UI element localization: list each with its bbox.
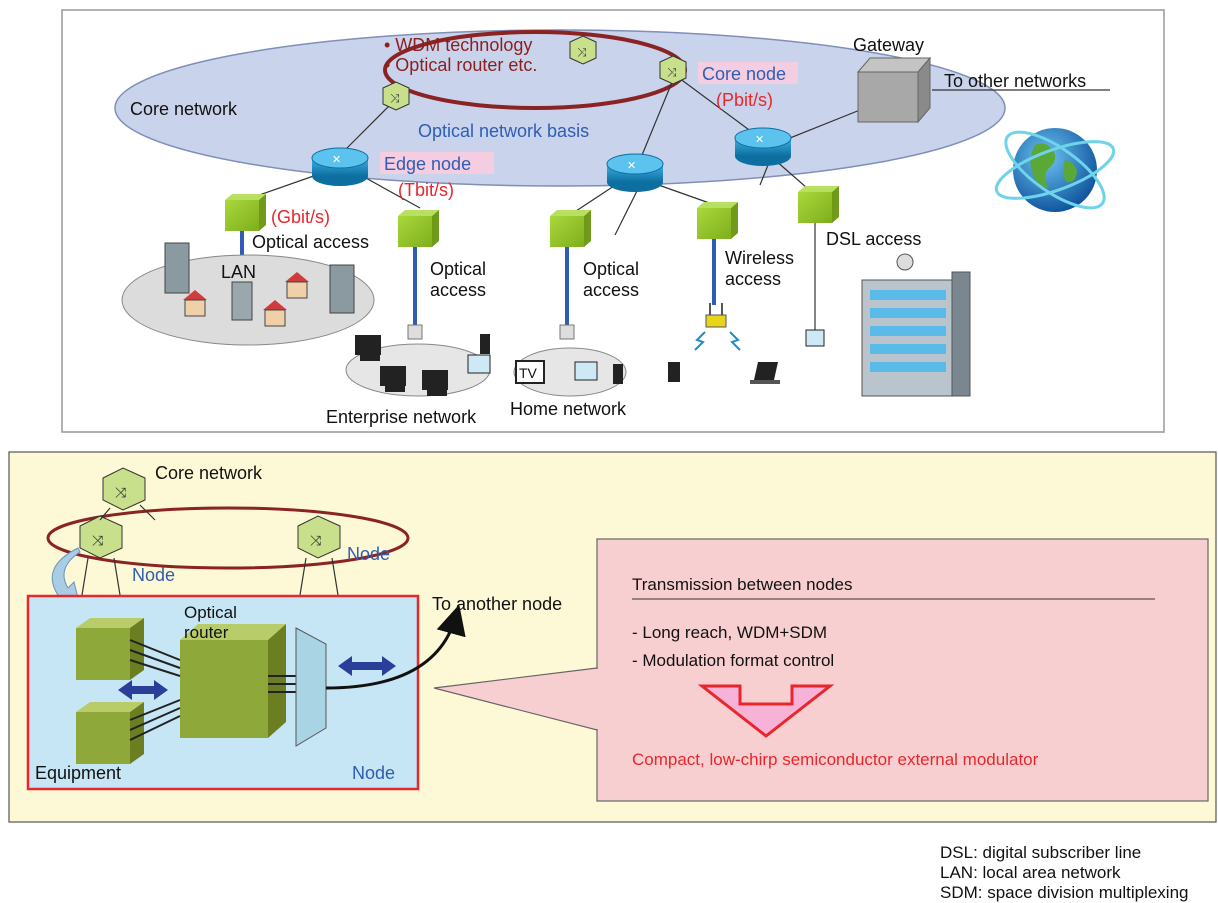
optical-router-line1: Optical (184, 603, 237, 622)
dsl-access-label: DSL access (826, 229, 921, 249)
edge-router-icon: ✕ (311, 147, 369, 186)
core-network-label: Core network (130, 99, 238, 119)
svg-text:✕: ✕ (627, 160, 636, 172)
multiplexer-icon (295, 627, 327, 747)
bottom-node-left-icon: ⤨ (79, 515, 123, 559)
core-node-icon: ⤨ (569, 35, 597, 65)
bottom-core-network-label: Core network (155, 463, 263, 483)
optical-router-cube-icon (180, 624, 286, 738)
dsl-computer-icon (805, 329, 825, 347)
callout-pointer-mask (596, 669, 599, 729)
optical-access-ent-line2: access (430, 280, 486, 300)
callout-title: Transmission between nodes (632, 575, 853, 594)
access-device-icon (697, 202, 738, 239)
core-node-label: Core node (702, 64, 786, 84)
node-right-label: Node (347, 544, 390, 564)
mobile-phone-icon (668, 362, 680, 382)
bottom-node-right-icon: ⤨ (297, 515, 341, 559)
svg-text:✕: ✕ (755, 134, 764, 146)
svg-text:⤨: ⤨ (115, 484, 127, 500)
legend-sdm: SDM: space division multiplexing (940, 883, 1189, 902)
legend-lan: LAN: local area network (940, 863, 1121, 882)
home-computers (574, 361, 623, 384)
svg-text:✕: ✕ (332, 154, 341, 166)
callout-item-1: - Long reach, WDM+SDM (632, 623, 827, 642)
access-device-icon (398, 210, 439, 247)
core-node-highlight (698, 62, 798, 84)
gateway-label: Gateway (853, 35, 924, 55)
output-arrow (325, 604, 466, 690)
home-hub-icon (559, 324, 575, 340)
ring-note-wdm: • WDM technology (384, 35, 532, 55)
enterprise-computers (355, 334, 491, 396)
optical-access-lan-label: Optical access (252, 232, 369, 252)
bidirectional-arrow-icon (338, 656, 396, 676)
svg-text:⤨: ⤨ (667, 65, 677, 79)
tv-label: TV (519, 365, 538, 381)
gbit-label: (Gbit/s) (271, 207, 330, 227)
optical-access-home-line1: Optical (583, 259, 639, 279)
bottom-core-node-icon: ⤨ (102, 467, 146, 511)
access-device-icon (550, 210, 591, 247)
core-node-icon: ⤨ (382, 81, 410, 111)
pbit-label: (Pbit/s) (716, 90, 773, 110)
node-box-label: Node (352, 763, 395, 783)
tv-icon (515, 360, 545, 384)
svg-text:⤨: ⤨ (390, 91, 400, 105)
edge-node-label: Edge node (384, 154, 471, 174)
equipment-cube-icon (76, 702, 144, 764)
wireless-signal-icon (694, 331, 741, 351)
access-device-icon (798, 186, 839, 223)
enterprise-hub-icon (407, 324, 423, 340)
ring-note-router: • Optical router etc. (384, 55, 537, 75)
wireless-access-line2: access (725, 269, 781, 289)
lan-buildings (164, 242, 355, 327)
lan-label: LAN (221, 262, 256, 282)
legend-dsl: DSL: digital subscriber line (940, 843, 1141, 862)
down-arrow-icon (697, 684, 835, 738)
core-node-icon: ⤨ (659, 55, 687, 85)
laptop-icon (750, 362, 780, 384)
bottom-core-ring (46, 506, 410, 570)
wireless-access-line1: Wireless (725, 248, 794, 268)
node-left-label: Node (132, 565, 175, 585)
optical-access-ent-line1: Optical (430, 259, 486, 279)
equipment-cube-icon (76, 618, 144, 680)
optical-network-basis-label: Optical network basis (418, 121, 589, 141)
access-device-icon (225, 194, 266, 231)
optical-router-line2: router (184, 623, 229, 642)
to-another-node-label: To another node (432, 594, 562, 614)
callout-box (596, 538, 1209, 802)
office-building-icon (861, 253, 971, 397)
globe-icon (994, 128, 1116, 212)
wireless-ap-icon (705, 303, 727, 328)
to-other-networks-label: To other networks (944, 71, 1086, 91)
home-network-label: Home network (510, 399, 627, 419)
router-connection-lines (129, 639, 296, 741)
svg-text:⤨: ⤨ (310, 532, 322, 548)
tbit-label: (Tbit/s) (398, 180, 454, 200)
callout-result: Compact, low-chirp semiconductor externa… (632, 750, 1039, 769)
callout-item-2: - Modulation format control (632, 651, 834, 670)
bidirectional-arrow-icon (118, 680, 168, 700)
svg-text:⤨: ⤨ (92, 532, 104, 548)
edge-router-icon: ✕ (606, 153, 664, 192)
edge-router-icon: ✕ (734, 127, 792, 166)
svg-text:⤨: ⤨ (577, 45, 587, 59)
gateway-icon (856, 56, 932, 124)
bottom-node-legs (81, 504, 339, 596)
edge-node-highlight (380, 152, 494, 174)
optical-access-home-line2: access (583, 280, 639, 300)
equipment-label: Equipment (35, 763, 121, 783)
enterprise-network-label: Enterprise network (326, 407, 477, 427)
